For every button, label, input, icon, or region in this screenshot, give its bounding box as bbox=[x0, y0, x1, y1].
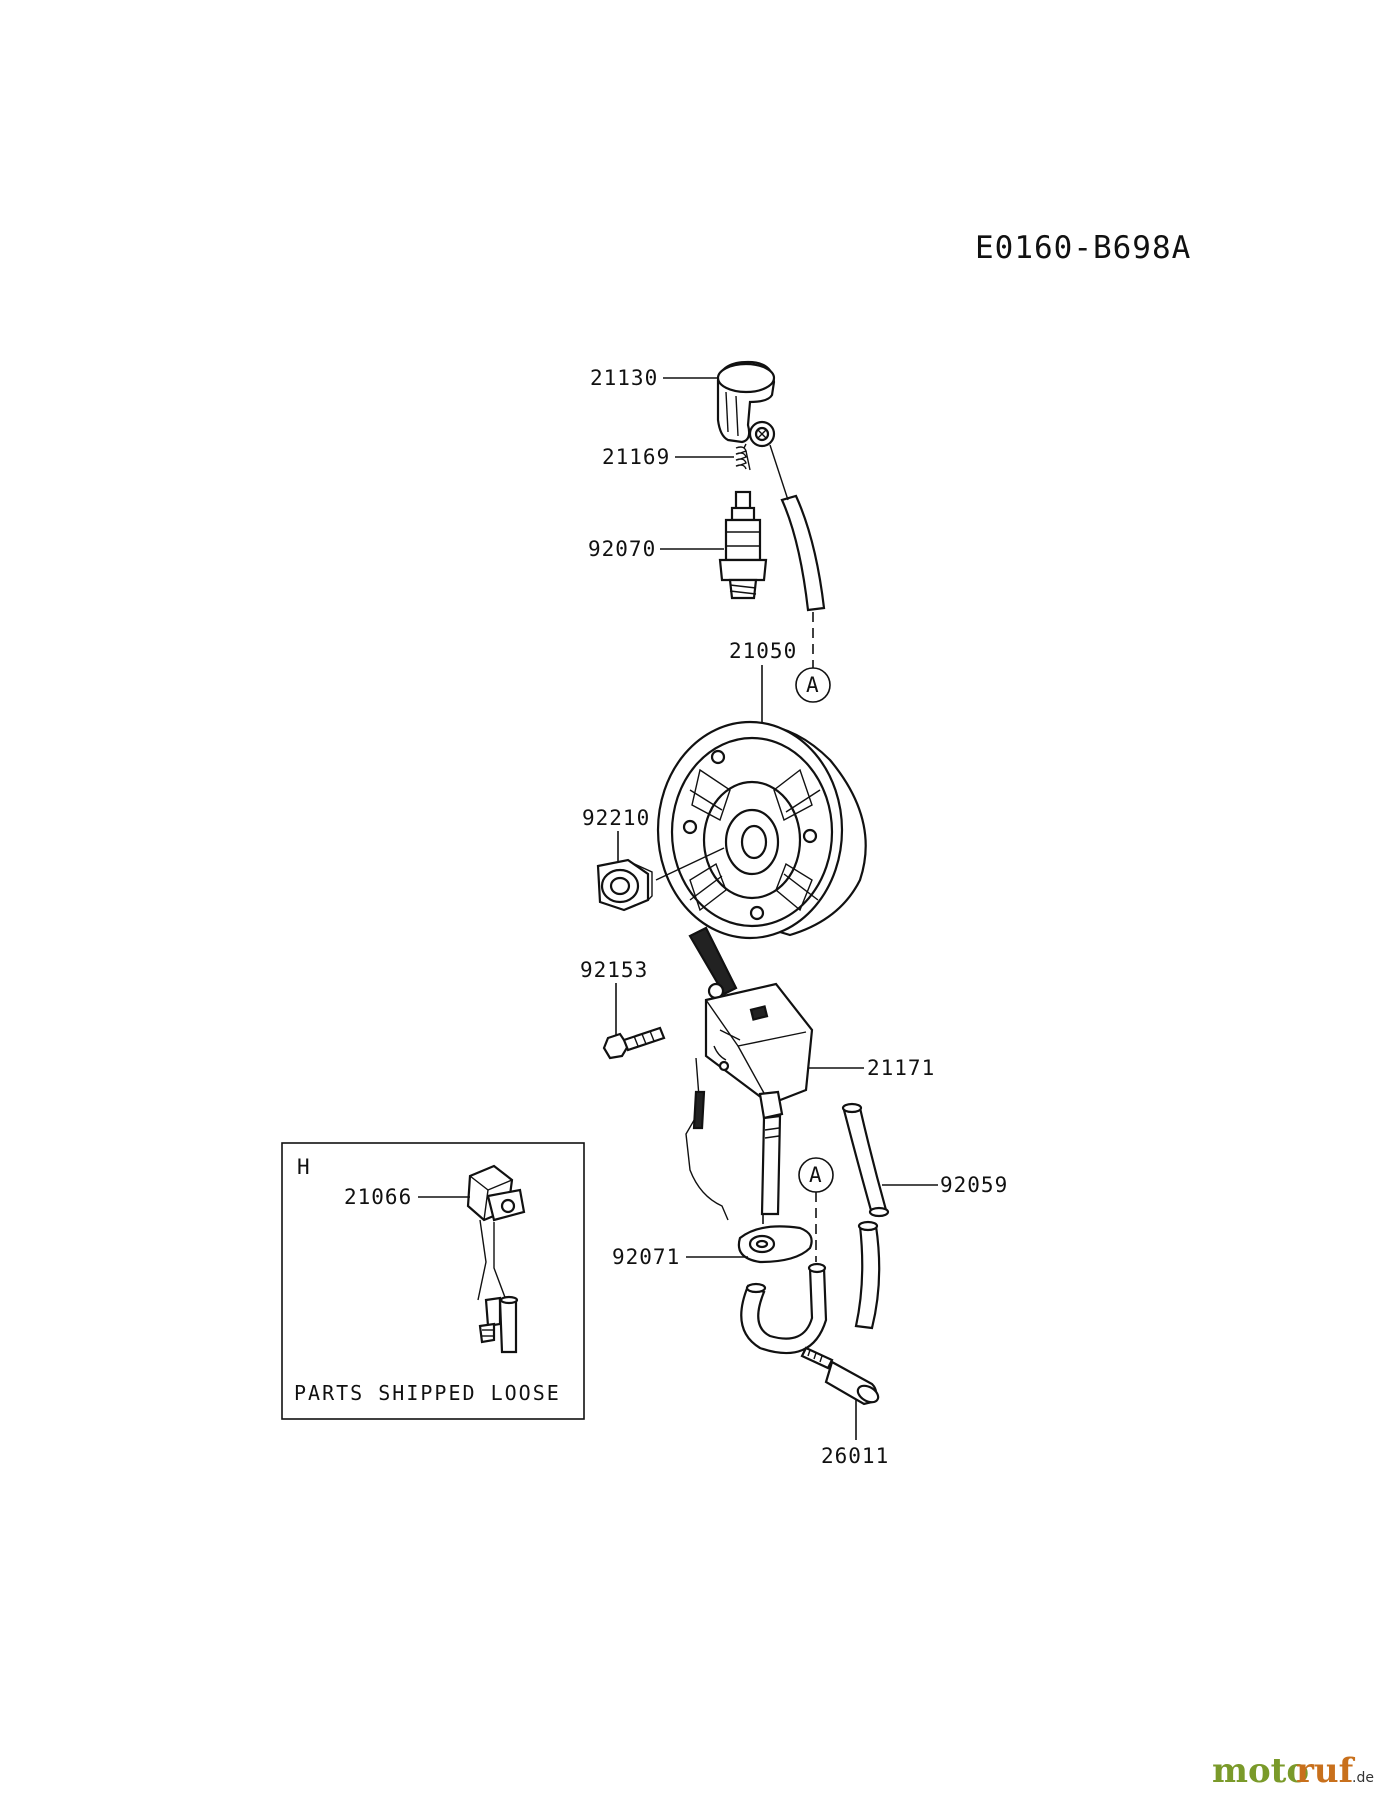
svg-text:.de: .de bbox=[1352, 1770, 1374, 1786]
tube-part bbox=[841, 1102, 890, 1330]
plug-cap-part bbox=[716, 360, 776, 448]
part-label-21130: 21130 bbox=[590, 366, 658, 390]
terminal-part bbox=[800, 1346, 880, 1406]
nut-part bbox=[596, 858, 653, 912]
part-label-21169: 21169 bbox=[602, 445, 670, 469]
high-tension-lead-part bbox=[740, 1262, 828, 1355]
inset-parts-shipped-loose: H PARTS SHIPPED LOOSE 21066 bbox=[281, 1142, 585, 1420]
ref-a-bottom: A bbox=[798, 1157, 834, 1193]
bolt-part bbox=[602, 1026, 666, 1060]
part-label-26011: 26011 bbox=[821, 1444, 889, 1468]
part-label-21050: 21050 bbox=[729, 639, 797, 663]
part-label-21066: 21066 bbox=[344, 1185, 412, 1209]
part-label-92210: 92210 bbox=[582, 806, 650, 830]
svg-text:ruf: ruf bbox=[1296, 1751, 1356, 1791]
svg-text:moto: moto bbox=[1212, 1751, 1309, 1791]
flywheel-part bbox=[655, 720, 867, 940]
inset-caption: PARTS SHIPPED LOOSE bbox=[294, 1381, 561, 1405]
ignition-coil-part bbox=[685, 926, 814, 1232]
svg-text:A: A bbox=[806, 673, 820, 697]
ref-a-top: A bbox=[795, 667, 831, 703]
watermark-logo: moto ruf .de bbox=[1212, 1751, 1374, 1791]
part-label-92070: 92070 bbox=[588, 537, 656, 561]
diagram-code: E0160-B698A bbox=[975, 230, 1191, 266]
grommet-part bbox=[737, 1225, 813, 1264]
inset-tag: H bbox=[297, 1155, 311, 1179]
part-label-92059: 92059 bbox=[940, 1173, 1008, 1197]
part-label-92153: 92153 bbox=[580, 958, 648, 982]
part-label-92071: 92071 bbox=[612, 1245, 680, 1269]
connector-part bbox=[466, 1164, 526, 1354]
part-label-21171: 21171 bbox=[867, 1056, 935, 1080]
spring-part bbox=[735, 443, 751, 471]
spark-plug-part bbox=[718, 490, 768, 600]
svg-text:A: A bbox=[809, 1163, 823, 1187]
